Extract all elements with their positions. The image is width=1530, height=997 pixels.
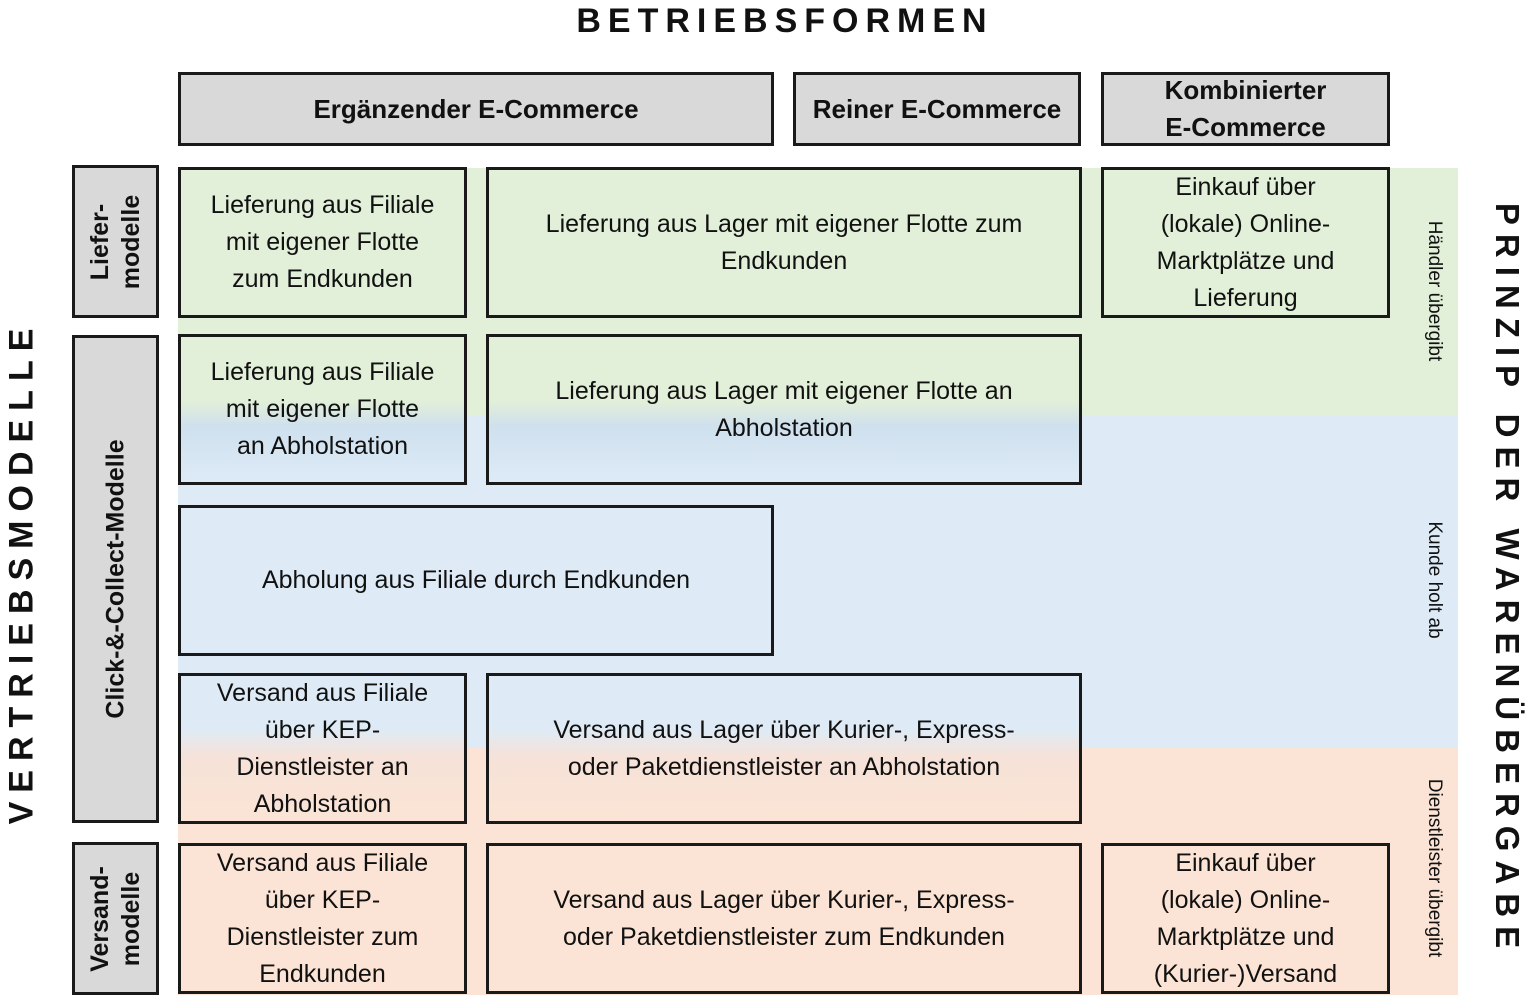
cell-text-line: über KEP- [264,885,381,914]
column-header-ergaenzender: Ergänzender E-Commerce [178,72,774,146]
cell-text-line: Dienstleister an [236,752,409,781]
cell-lieferung-filiale-endkunden: Lieferung aus Filiale mit eigener Flotte… [178,167,467,318]
row-label-line: Liefer- [85,203,114,280]
zone-label-haendler: Händler übergibt [1424,220,1445,362]
cell-text-line: oder Paketdienstleister an Abholstation [567,752,1001,781]
cell-text-line: mit eigener Flotte [225,395,420,423]
cell-lieferung-lager-endkunden: Lieferung aus Lager mit eigener Flotte z… [486,167,1082,318]
cell-text-line: (lokale) Online- [1160,209,1331,238]
column-header-label: Reiner E-Commerce [812,93,1062,124]
zone-label-kunde: Kunde holt ab [1424,521,1445,639]
cell-text-line: Versand aus Lager über Kurier-, Express- [553,715,1015,744]
cell-text-line: Einkauf über [1175,172,1316,201]
cell-lieferung-lager-abholstation: Lieferung aus Lager mit eigener Flotte a… [486,334,1082,485]
cell-text-line: über KEP- [264,715,381,744]
row-label-versandmodelle: Versand- modelle [72,842,159,995]
cell-text-line: Lieferung [1193,283,1298,312]
cell-text-line: Abholung aus Filiale durch Endkunden [261,566,691,594]
row-label-line: Click-&-Collect-Modelle [101,439,129,719]
row-label-line: modelle [116,194,145,289]
cell-versand-lager-endkunden: Versand aus Lager über Kurier-, Express-… [486,843,1082,994]
title-prinzip-warenuebergabe: PRINZIP DER WARENÜBERGABE [1489,202,1526,958]
cell-text-line: Versand aus Filiale [216,678,429,707]
cell-text-line: oder Paketdienstleister zum Endkunden [563,922,1005,951]
cell-einkauf-marktplaetze-lieferung: Einkauf über (lokale) Online- Marktplätz… [1101,167,1390,318]
cell-text-line: Abholstation [715,413,853,442]
cell-text-line: (lokale) Online- [1160,885,1331,914]
cell-text-line: Endkunden [720,246,848,275]
cell-versand-lager-abholstation: Versand aus Lager über Kurier-, Express-… [486,673,1082,824]
cell-text-line: Dienstleister zum [226,922,419,951]
cell-text-line: Lieferung aus Filiale [210,191,435,219]
cell-text-line: Marktplätze und [1156,246,1335,275]
title-betriebsformen: BETRIEBSFORMEN [576,2,994,40]
cell-text-line: Versand aus Filiale [216,848,429,877]
column-header-label-line: Kombinierter [1164,75,1327,105]
column-header-kombinierter: Kombinierter E-Commerce [1101,72,1390,146]
row-label-line: modelle [116,871,145,966]
cell-text-line: Lieferung aus Filiale [210,358,435,386]
column-header-label-line: E-Commerce [1165,112,1326,142]
cell-text-line: Marktplätze und [1156,922,1335,951]
cell-text-line: Endkunden [259,959,386,988]
row-label-click-collect: Click-&-Collect-Modelle [72,335,159,823]
cell-text-line: mit eigener Flotte [225,228,420,256]
cell-text-line: an Abholstation [237,432,408,460]
row-label-line: Versand- [85,865,114,972]
cell-text-line: Versand aus Lager über Kurier-, Express- [553,885,1015,914]
column-header-label: Ergänzender E-Commerce [313,93,639,124]
cell-lieferung-filiale-abholstation: Lieferung aus Filiale mit eigener Flotte… [178,334,467,485]
cell-versand-filiale-abholstation: Versand aus Filiale über KEP- Dienstleis… [178,673,467,824]
zone-label-dienstleister: Dienstleister übergibt [1424,778,1445,958]
cell-text-line: Abholstation [253,789,392,818]
title-vertriebsmodelle: VERTRIEBSMODELLE [2,319,41,825]
cell-text-line: Lieferung aus Lager mit eigener Flotte z… [545,209,1023,238]
cell-text-line: zum Endkunden [232,265,413,293]
column-header-reiner: Reiner E-Commerce [793,72,1081,146]
cell-versand-filiale-endkunden: Versand aus Filiale über KEP- Dienstleis… [178,843,467,994]
cell-abholung-filiale: Abholung aus Filiale durch Endkunden [178,505,774,656]
cell-text-line: (Kurier-)Versand [1153,959,1338,988]
cell-text-line: Lieferung aus Lager mit eigener Flotte a… [555,376,1013,405]
cell-einkauf-marktplaetze-versand: Einkauf über (lokale) Online- Marktplätz… [1101,843,1390,994]
row-label-liefermodelle: Liefer- modelle [72,165,159,318]
cell-text-line: Einkauf über [1175,848,1316,877]
